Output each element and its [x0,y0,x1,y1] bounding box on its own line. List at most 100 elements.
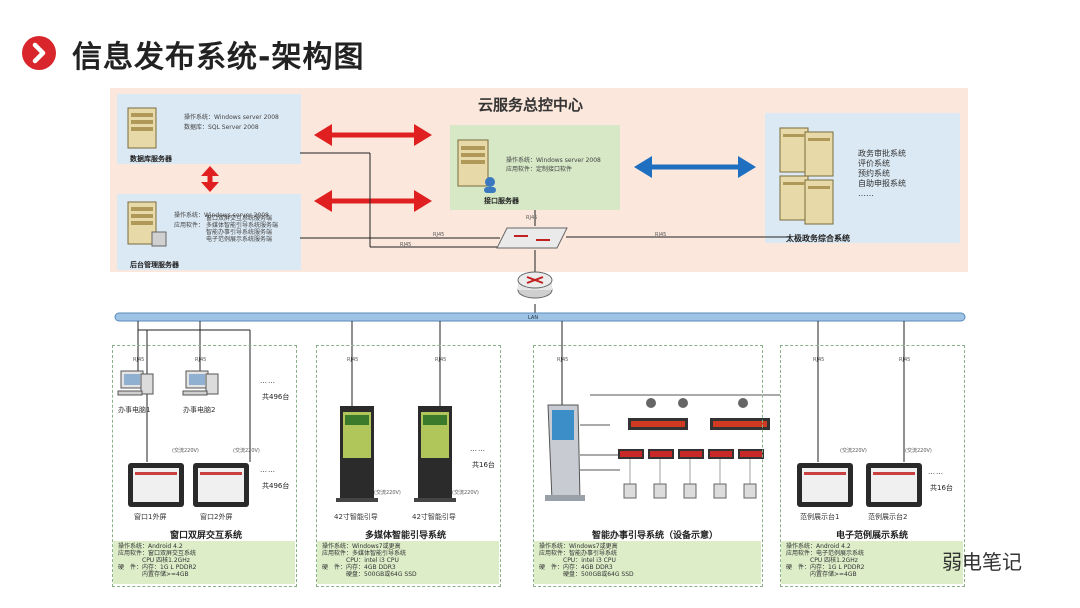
iface-os-line: 操作系统：Windows server 2008 [506,157,601,164]
spec-row: 应用软件：智能办事引导系统 [539,550,618,557]
rj45-label: RJ45 [655,232,667,238]
sys3-name: 智能办事引导系统（设备示意） [592,531,719,541]
lan-label: LAN [528,315,539,321]
power-label: (交流220V) [172,448,199,454]
screen1-icon [128,463,184,507]
sys2-specs: 操作系统：Windows7或更高 应用软件：多媒体智能引导系统 CPU：inte… [322,543,417,578]
sys1-screen-count: 共496台 [262,482,290,490]
blue-arrow [634,156,756,178]
guide-terminal-icon [545,404,585,501]
sys1-dots: …… [260,466,276,474]
taiji-label: 太极政务综合系统 [786,234,850,243]
spec-row: 操作系统：Windows7或更高 [539,543,618,550]
taiji-item: …… [858,189,874,198]
taiji-item: 预约系统 [858,169,890,178]
sys1-name: 窗口双屏交互系统 [170,531,243,541]
kiosk1-label: 42寸智能引导 [334,513,378,521]
power-label: (交流220V) [840,448,867,454]
rj45-label: RJ45 [435,357,447,363]
speaker-icons [646,398,748,408]
spec-row: CPU：intel i3 CPU [563,557,616,564]
watermark-text: 弱电笔记 [942,550,1022,574]
spec-row: 操作系统：Windows7或更高 [322,543,401,550]
interface-server-icon [457,139,496,193]
sys1-spec-panel [113,541,295,584]
taiji-item: 自助申报系统 [858,179,906,188]
red-arrow-mid [314,190,432,212]
screen1-label: 窗口1外屏 [134,513,167,521]
cloud-title: 云服务总控中心 [478,96,584,114]
taiji-servers-icon [779,127,834,225]
sys4-count: 共16台 [930,484,953,492]
spec-row: CPU 四核1.2GHz [142,557,190,564]
admin-sw-item: 多媒体智能引导系统服务端 [206,222,279,229]
spec-row: 内置存储>=4GB [810,571,857,578]
spec-row: 硬盘：500GB或64G SSD [563,571,634,578]
admin-sw-key: 应用软件： [174,222,205,229]
interface-server-label: 接口服务器 [484,197,519,205]
power-label: (交流220V) [452,490,479,496]
db-os-line: 操作系统：Windows server 2008 [184,114,279,121]
rj45-label: RJ45 [400,242,412,248]
sys2-name: 多媒体智能引导系统 [365,531,447,541]
sys4-name: 电子范例展示系统 [836,531,909,541]
admin-sw-item: 智能办事引导系统服务端 [206,229,273,236]
spec-row: 应用软件：窗口双屏交互系统 [118,550,197,557]
sys2-box [316,345,501,587]
kiosk2-icon [414,406,456,502]
rj45-label: RJ45 [526,215,538,221]
taiji-item: 政务审批系统 [858,149,906,158]
spec-row: CPU 四核1.2GHz [810,557,858,564]
spec-row: 硬 件：内存：1G L PDDR2 [786,564,865,571]
router-icon [517,271,553,299]
db-db-line: 数据库：SQL Server 2008 [184,124,259,131]
sys4-spec-panel [781,541,963,584]
admin-server-label: 后台管理服务器 [130,261,179,269]
pc1-label: 办事电脑1 [118,406,151,414]
display-table1-icon [797,463,853,507]
admin-sw-item: 电子范例展示系统服务端 [206,236,273,243]
spec-row: 硬 件：内存：1G L PDDR2 [118,564,197,571]
admin-server-icon [127,201,167,247]
display-table1-label: 范例展示台1 [800,513,840,521]
pc2-icon [182,370,219,396]
screen2-icon [193,463,249,507]
switch-icon [496,227,568,249]
pc2-label: 办事电脑2 [183,406,216,414]
sys4-box [780,345,965,587]
spec-row: 应用软件：多媒体智能引导系统 [322,550,407,557]
spec-row: 硬 件：内存：4GB DDR3 [322,564,396,571]
sys1-box [112,345,297,587]
sys4-dots: …… [928,468,944,476]
spec-row: 硬盘：500GB或64G SSD [346,571,417,578]
power-label: (交流220V) [233,448,260,454]
sys4-specs: 操作系统：Android 4.2 应用软件：电子范例展示系统 CPU 四核1.2… [786,543,865,578]
rj45-label: RJ45 [195,357,207,363]
rj45-label: RJ45 [347,357,359,363]
rj45-label: RJ45 [813,357,825,363]
led-displays [628,418,770,430]
rj45-label: RJ45 [133,357,145,363]
spec-row: 内置存储>=4GB [142,571,189,578]
page-title: 信息发布系统-架构图 [72,40,365,75]
screen2-label: 窗口2外屏 [200,513,233,521]
sys3-spec-panel [534,541,761,584]
admin-sw-item: 窗口双屏交互系统服务端 [206,215,273,222]
rj45-label: RJ45 [899,357,911,363]
sys3-specs: 操作系统：Windows7或更高 应用软件：智能办事引导系统 CPU：intel… [539,543,634,578]
admin-os-line: 操作系统：Windows server 2008 [174,212,269,219]
spec-row: 硬 件：内存：4GB DDR3 [539,564,613,571]
taiji-items: 政务审批系统 评价系统 预约系统 自助申报系统 …… [858,149,906,199]
display-table2-label: 范例展示台2 [868,513,908,521]
db-server-label: 数据库服务器 [130,155,172,163]
lan-bus [114,312,966,322]
red-arrow-top [314,124,432,146]
db-server-icon [127,107,157,149]
spec-row: 操作系统：Android 4.2 [118,543,183,550]
sys2-spec-panel [317,541,499,584]
power-label: (交流220V) [905,448,932,454]
admin-sw-list: 窗口双屏交互系统服务端 多媒体智能引导系统服务端 智能办事引导系统服务端 电子范… [206,215,278,243]
rj45-label: RJ45 [557,357,569,363]
taiji-item: 评价系统 [858,159,890,168]
